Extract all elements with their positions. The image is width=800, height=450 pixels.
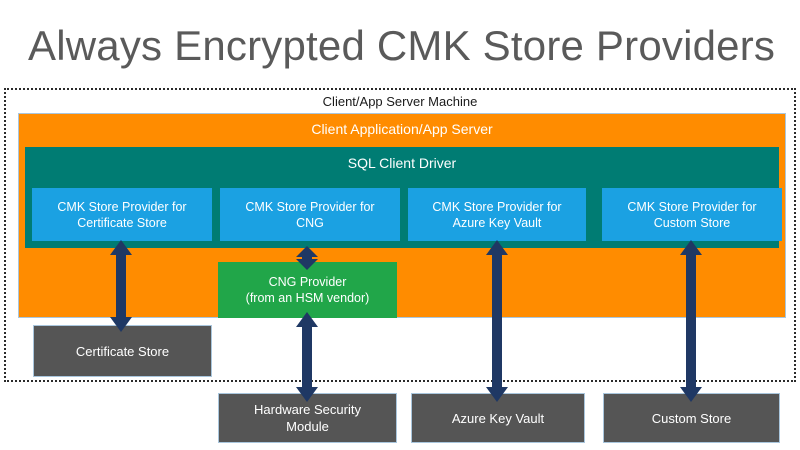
hsm-label-line1: Hardware Security (254, 402, 361, 417)
cmk-store-provider-certificate-store-box: CMK Store Provider for Certificate Store (32, 188, 212, 241)
cmk-store-provider-cng-box: CMK Store Provider for CNG (220, 188, 400, 241)
cmk-store-provider-custom-store-box: CMK Store Provider for Custom Store (602, 188, 782, 241)
cmk-provider-1-line2: CNG (296, 215, 324, 230)
custom-store-box: Custom Store (603, 393, 780, 443)
cmk-provider-2-line1: CMK Store Provider for (432, 199, 562, 214)
cmk-provider-3-line1: CMK Store Provider for (627, 199, 757, 214)
hsm-label-line2: Module (286, 419, 329, 434)
cmk-store-provider-azure-key-vault-box: CMK Store Provider for Azure Key Vault (408, 188, 586, 241)
page-title: Always Encrypted CMK Store Providers (28, 22, 776, 69)
client-app-server-machine-boundary (4, 88, 796, 382)
custom-store-label: Custom Store (651, 410, 732, 426)
cmk-provider-0-line1: CMK Store Provider for (57, 199, 187, 214)
azure-key-vault-box: Azure Key Vault (411, 393, 585, 443)
sql-client-driver-label: SQL Client Driver (347, 155, 457, 171)
hardware-security-module-box: Hardware Security Module (218, 393, 397, 443)
certificate-store-box: Certificate Store (33, 325, 212, 377)
client-application-app-server-label: Client Application/App Server (311, 121, 493, 137)
cmk-provider-0-line2: Certificate Store (77, 215, 167, 230)
cng-provider-box: CNG Provider (from an HSM vendor) (218, 262, 397, 318)
cng-provider-line2: (from an HSM vendor) (245, 291, 370, 305)
cmk-provider-3-line2: Custom Store (653, 215, 731, 230)
client-app-server-machine-label: Client/App Server Machine (322, 94, 478, 109)
cng-provider-line1: CNG Provider (268, 275, 347, 289)
certificate-store-label: Certificate Store (75, 343, 170, 359)
azure-key-vault-label: Azure Key Vault (451, 410, 545, 426)
cmk-provider-1-line1: CMK Store Provider for (245, 199, 375, 214)
cmk-provider-2-line2: Azure Key Vault (452, 215, 542, 230)
